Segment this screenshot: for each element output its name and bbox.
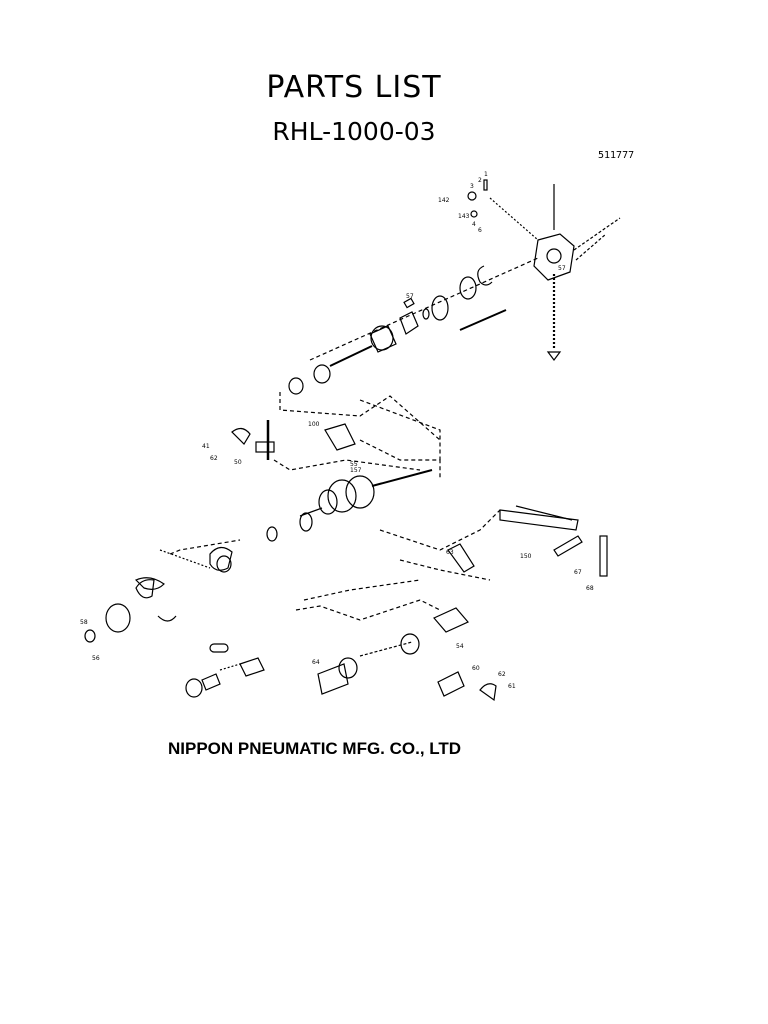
cover-bottom — [437, 671, 465, 697]
page-title: PARTS LIST — [266, 70, 442, 105]
housing-block — [433, 607, 469, 633]
model-number: RHL-1000-03 — [272, 117, 436, 146]
ring-left-2 — [266, 526, 278, 542]
lower-bracket-hub — [216, 555, 232, 573]
callout-label: 142 — [438, 197, 450, 204]
screw-top-left — [489, 197, 539, 241]
lever-arm — [447, 543, 475, 573]
callout-label: 4 — [472, 221, 476, 228]
cylinder-end — [370, 325, 394, 351]
trigger-lever — [231, 427, 251, 445]
rotor — [399, 311, 419, 335]
exploded-parts-diagram: 142 3 2 1 143 4 6 57 57 41 62 50 100 55 … — [80, 171, 621, 702]
dashed-link-3 — [273, 459, 421, 471]
callout-label: 2 — [478, 177, 482, 184]
handle-spring — [553, 535, 583, 557]
central-body-1 — [327, 479, 357, 513]
coupling-body — [201, 673, 221, 691]
side-handle — [135, 579, 155, 599]
callout-labels: 142 3 2 1 143 4 6 57 57 41 62 50 100 55 … — [80, 171, 594, 690]
callout-label: 67 — [574, 569, 582, 576]
callout-label: 1 — [484, 171, 488, 178]
shaft-thin — [459, 309, 507, 331]
motor-hook — [477, 265, 493, 286]
callout-label: 63 — [446, 549, 454, 556]
document-number: 511777 — [598, 150, 635, 161]
callout-label: 54 — [456, 643, 464, 650]
ring-left — [299, 512, 313, 532]
lower-bracket — [209, 546, 233, 571]
callout-label: 60 — [472, 665, 480, 672]
gear-large — [459, 276, 477, 300]
cylinder — [369, 325, 397, 353]
handle-knob — [599, 535, 608, 577]
guide-rod — [159, 549, 211, 569]
bearing-ring-1 — [288, 377, 304, 395]
callout-label: 58 — [80, 619, 88, 626]
lever-bottom — [479, 683, 497, 702]
small-nut — [84, 629, 96, 643]
lower-plate-hub — [338, 657, 358, 679]
handle-grip — [499, 509, 579, 531]
gear-washer — [431, 295, 449, 321]
callout-label: 55 — [350, 461, 358, 468]
callout-label: 3 — [470, 183, 474, 190]
housing-bracket — [324, 423, 356, 451]
callout-label: 143 — [458, 213, 470, 220]
company-name: NIPPON PNEUMATIC MFG. CO., LTD — [168, 739, 462, 758]
dashed-link-9 — [303, 579, 421, 601]
callout-label: 157 — [350, 467, 362, 474]
callout-label: 57 — [406, 293, 414, 300]
connector-rod — [371, 469, 433, 487]
dashed-link-1 — [279, 392, 441, 441]
central-body-3 — [318, 489, 338, 515]
callout-label: 56 — [92, 655, 100, 662]
clip-left — [134, 577, 165, 590]
seal-ring — [209, 643, 229, 653]
side-disc — [105, 603, 131, 633]
dashed-link-2 — [359, 399, 441, 460]
callout-label: 100 — [308, 421, 320, 428]
callout-label: 62 — [498, 671, 506, 678]
valve-cap — [546, 351, 562, 361]
dashed-link-8 — [295, 599, 441, 621]
clip-bottom — [157, 615, 177, 622]
key-57 — [403, 297, 415, 309]
gear-lower — [400, 633, 420, 655]
callout-label: 6 — [478, 227, 482, 234]
dashed-link-7 — [399, 559, 491, 581]
lower-plate — [317, 663, 349, 695]
callout-label: 41 — [202, 443, 210, 450]
valve-head-body — [533, 233, 575, 281]
coupling-line — [219, 663, 241, 671]
callout-label: 68 — [586, 585, 594, 592]
body-bolt-1 — [299, 507, 323, 517]
callout-label: 50 — [234, 459, 242, 466]
pin-1 — [483, 179, 488, 191]
dashed-link-5 — [169, 539, 241, 555]
spacer — [422, 308, 430, 320]
main-shaft-line — [309, 257, 539, 361]
handle-rod — [515, 505, 573, 521]
callout-label: 61 — [508, 683, 516, 690]
bolt-right-2 — [575, 233, 607, 261]
valve-head-port — [546, 248, 562, 264]
callout-label: 64 — [312, 659, 320, 666]
coupling-nut — [185, 678, 203, 698]
lower-bolt — [359, 641, 413, 657]
dashed-link-4 — [359, 439, 441, 480]
dashed-link-6 — [379, 509, 501, 551]
washer-143 — [470, 210, 478, 218]
washer-142 — [467, 191, 477, 201]
shaft-spline — [329, 345, 373, 367]
coupling — [239, 657, 265, 677]
block-lever — [255, 441, 275, 453]
callout-label: 57 — [558, 265, 566, 272]
bearing-ring-2 — [313, 364, 331, 384]
callout-label: 62 — [210, 455, 218, 462]
bolt-right — [573, 217, 621, 251]
callout-label: 150 — [520, 553, 532, 560]
central-body-2 — [345, 475, 375, 509]
